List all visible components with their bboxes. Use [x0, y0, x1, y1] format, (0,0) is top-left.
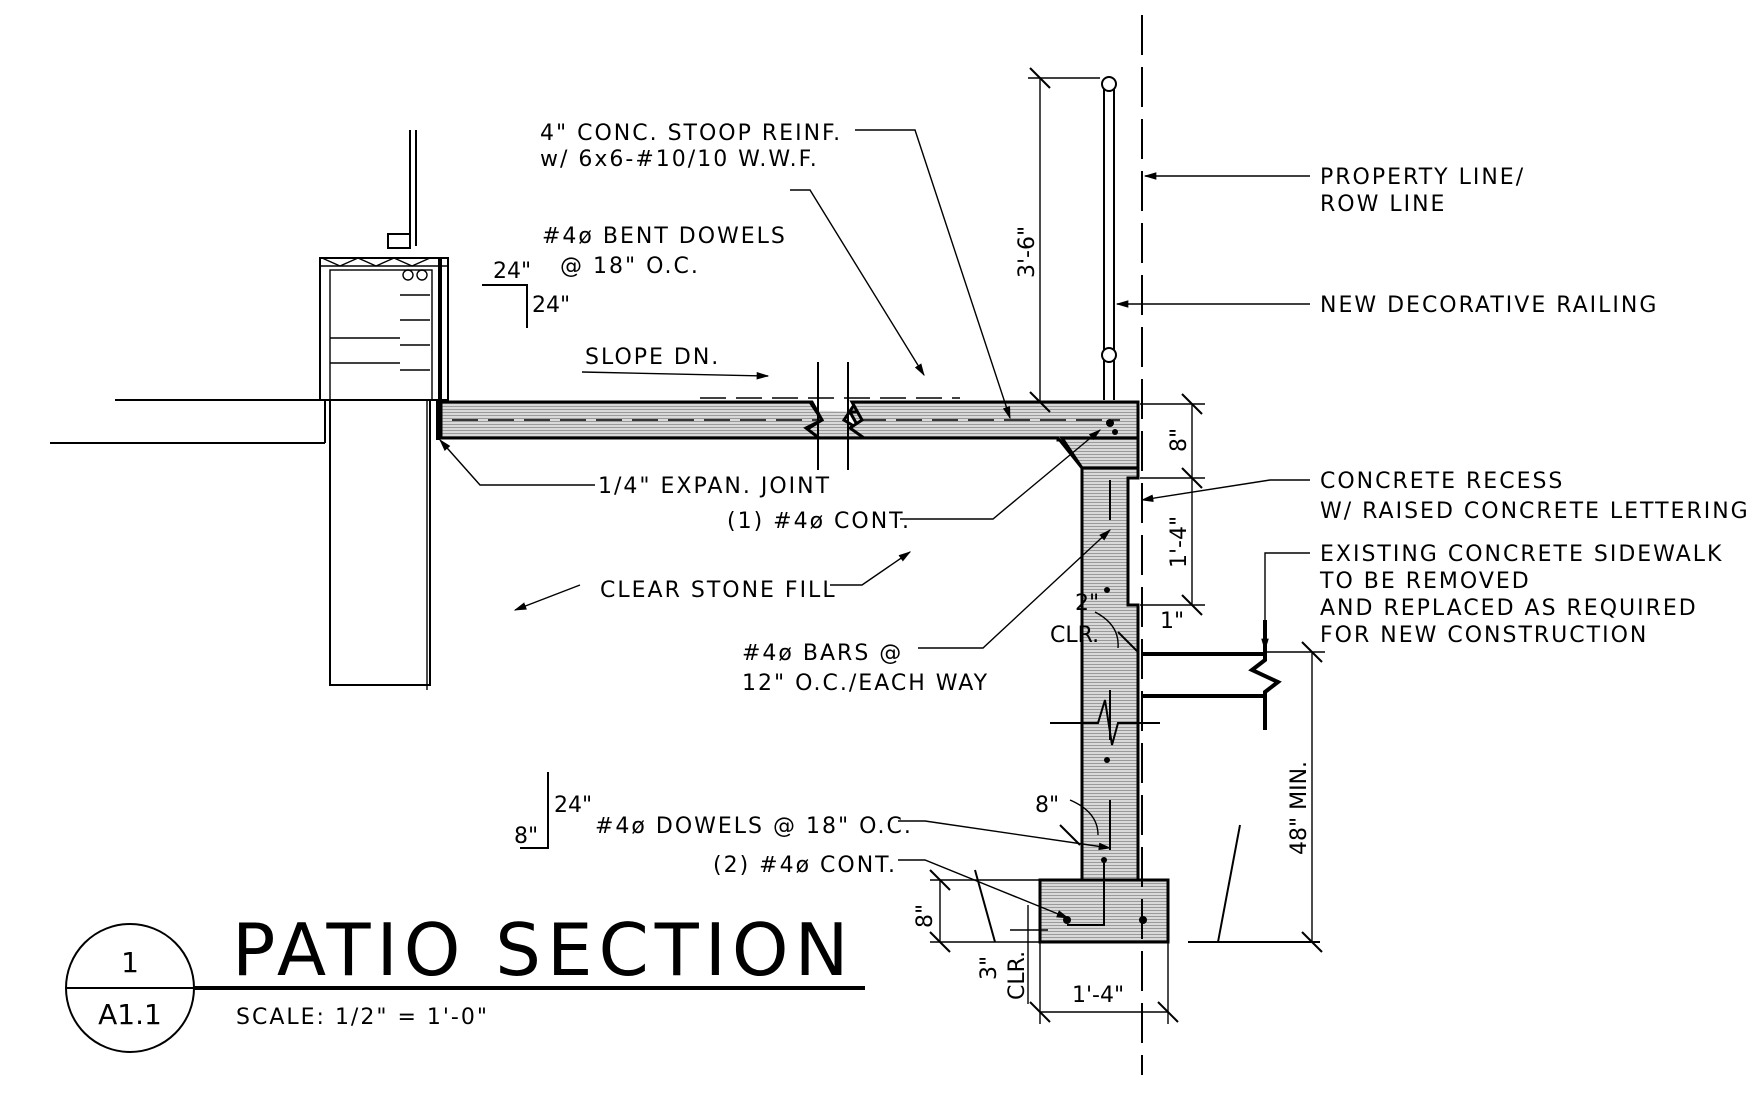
foundation-wall: [974, 419, 1320, 944]
property-line-label-2: ROW LINE: [1320, 192, 1446, 217]
sidewalk-label-4: FOR NEW CONSTRUCTION: [1320, 623, 1648, 648]
annotations: 4" CONC. STOOP REINF. w/ 6x6-#10/10 W.W.…: [540, 121, 1750, 878]
slope-label: SLOPE DN.: [585, 345, 720, 370]
recess-height-dim: 1'-4": [1167, 516, 1192, 568]
dimension-lines: [929, 67, 1325, 1024]
sidewalk: [1142, 620, 1282, 730]
wall-8-dim: 8": [1035, 793, 1059, 818]
clear-2-dim: 2": [1075, 591, 1099, 616]
bent-vertical-dim: 24": [532, 293, 570, 318]
stoop-wwf-label: w/ 6x6-#10/10 W.W.F.: [540, 147, 819, 172]
footing-width-dim: 1'-4": [1072, 983, 1124, 1008]
railing-label: NEW DECORATIVE RAILING: [1320, 293, 1658, 318]
sheet-number: A1.1: [98, 998, 162, 1031]
bent-dowels-label: #4ø BENT DOWELS: [542, 224, 787, 249]
property-line-label-1: PROPERTY LINE/: [1320, 165, 1525, 190]
sidewalk-label-2: TO BE REMOVED: [1319, 569, 1531, 594]
existing-building: [50, 130, 449, 690]
min-depth-dim: 48" MIN.: [1287, 761, 1312, 855]
detail-number: 1: [121, 946, 139, 979]
footing-clear-dim: 3": [977, 956, 1002, 980]
recess-label-2: W/ RAISED CONCRETE LETTERING: [1320, 499, 1750, 524]
bars-each-way-2-label: 12" O.C./EACH WAY: [742, 671, 989, 696]
sidewalk-label-3: AND REPLACED AS REQUIRED: [1320, 596, 1698, 621]
dimension-text: 24" 24" 3'-6" 8" 1'-4" 2" CLR. 1" 48" MI…: [493, 226, 1312, 1008]
page-title: PATIO SECTION: [232, 908, 854, 992]
dowel-vertical-dim: 24": [554, 793, 592, 818]
title-block: 1 A1.1 PATIO SECTION SCALE: 1/2" = 1'-0": [65, 908, 865, 1053]
stoop-label: 4" CONC. STOOP REINF.: [540, 121, 842, 146]
footing-clr-dim: CLR.: [1005, 951, 1030, 1000]
rail-height-dim: 3'-6": [1015, 226, 1040, 278]
cont-bar-2-label: (2) #4ø CONT.: [713, 853, 897, 878]
footing-thickness-dim: 8": [913, 904, 938, 928]
dowels-label: #4ø DOWELS @ 18" O.C.: [595, 814, 913, 839]
expansion-joint-label: 1/4" EXPAN. JOINT: [598, 474, 831, 499]
slab-thickness-dim: 8": [1167, 428, 1192, 452]
patio-slab: [436, 362, 1140, 470]
clr-dim: CLR.: [1050, 623, 1099, 648]
recess-label-1: CONCRETE RECESS: [1320, 469, 1564, 494]
bent-dowels-spacing-label: @ 18" O.C.: [560, 254, 700, 279]
leader-lines: [439, 129, 1310, 919]
railing: [1101, 76, 1117, 400]
dowel-horizontal-dim: 8": [514, 824, 538, 849]
sidewalk-label-1: EXISTING CONCRETE SIDEWALK: [1320, 542, 1723, 567]
scale-label: SCALE: 1/2" = 1'-0": [236, 1005, 489, 1030]
clear-stone-label: CLEAR STONE FILL: [600, 578, 837, 603]
bent-dowel-sketch: [482, 284, 549, 849]
bars-each-way-1-label: #4ø BARS @: [742, 641, 903, 666]
recess-depth-dim: 1": [1160, 609, 1184, 634]
cont-bar-1-label: (1) #4ø CONT.: [727, 509, 911, 534]
bent-horizontal-dim: 24": [493, 259, 531, 284]
